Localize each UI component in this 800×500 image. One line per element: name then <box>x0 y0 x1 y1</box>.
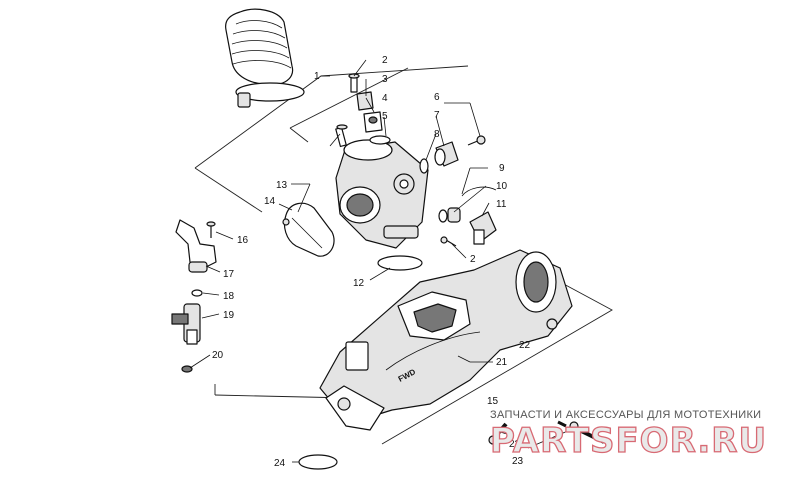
callout-2-lower: 2 <box>470 254 476 265</box>
bolt-23 <box>557 420 605 444</box>
callout-6: 6 <box>434 92 440 103</box>
bolt-22-top <box>335 124 348 148</box>
leader-lines <box>189 59 571 463</box>
o-ring-18 <box>191 289 203 297</box>
o-ring-5 <box>369 135 391 145</box>
callout-13: 13 <box>276 180 288 191</box>
callout-3: 3 <box>382 74 388 85</box>
callout-22-right: 22 <box>519 340 531 351</box>
assembly-frame-1 <box>194 65 469 213</box>
throttle-body <box>335 139 429 249</box>
gasket-24 <box>298 454 338 470</box>
callout-9: 9 <box>499 163 505 174</box>
callout-2-top: 2 <box>382 55 388 66</box>
sensor-11 <box>469 211 497 245</box>
screw-2-lower <box>440 236 457 247</box>
callout-22-lower: 22 <box>509 439 521 450</box>
screw-2-top <box>348 73 360 93</box>
callout-labels: 1 2 3 4 5 6 7 8 9 10 11 2 12 13 14 16 17… <box>212 55 531 469</box>
watermark-logo: PARTSFOR.RU <box>490 421 767 461</box>
callout-1: 1 <box>314 71 320 82</box>
watermark: ЗАПЧАСТИ И АКСЕССУАРЫ ДЛЯ МОТОТЕХНИКИ PA… <box>489 409 767 462</box>
sensor-7 <box>434 141 459 167</box>
bracket-17 <box>188 261 208 273</box>
callout-8: 8 <box>434 129 440 140</box>
callout-17: 17 <box>223 269 235 280</box>
callout-11: 11 <box>496 199 507 210</box>
bolt-22-lower <box>488 422 508 445</box>
fuel-injector-19 <box>171 303 201 345</box>
watermark-tagline: ЗАПЧАСТИ И АКСЕССУАРЫ ДЛЯ МОТОТЕХНИКИ <box>490 409 761 421</box>
fuel-rail <box>175 219 217 271</box>
screw-6 <box>467 135 486 146</box>
callout-18: 18 <box>223 291 235 302</box>
callout-20: 20 <box>212 350 224 361</box>
callout-4: 4 <box>382 93 388 104</box>
throttle-cover <box>282 202 335 257</box>
gasket-12 <box>377 255 423 271</box>
callout-12: 12 <box>353 278 365 289</box>
callout-10: 10 <box>496 181 508 192</box>
bracket-3 <box>356 91 374 111</box>
callout-24: 24 <box>274 458 286 469</box>
screw-16 <box>206 221 216 238</box>
seal-20 <box>181 365 193 373</box>
callout-19: 19 <box>223 310 235 321</box>
callout-7: 7 <box>434 110 440 121</box>
o-ring-8 <box>419 158 429 174</box>
fitting-4 <box>363 111 383 133</box>
callout-23: 23 <box>512 456 524 467</box>
callout-21: 21 <box>496 357 508 368</box>
callout-14: 14 <box>264 196 276 207</box>
o-ring-10 <box>438 207 461 223</box>
clip-9 <box>461 186 497 197</box>
callout-15: 15 <box>487 396 499 407</box>
callout-5: 5 <box>382 111 388 122</box>
callout-16: 16 <box>237 235 249 246</box>
intake-manifold: FWD <box>319 249 573 431</box>
intake-boot <box>225 8 305 108</box>
